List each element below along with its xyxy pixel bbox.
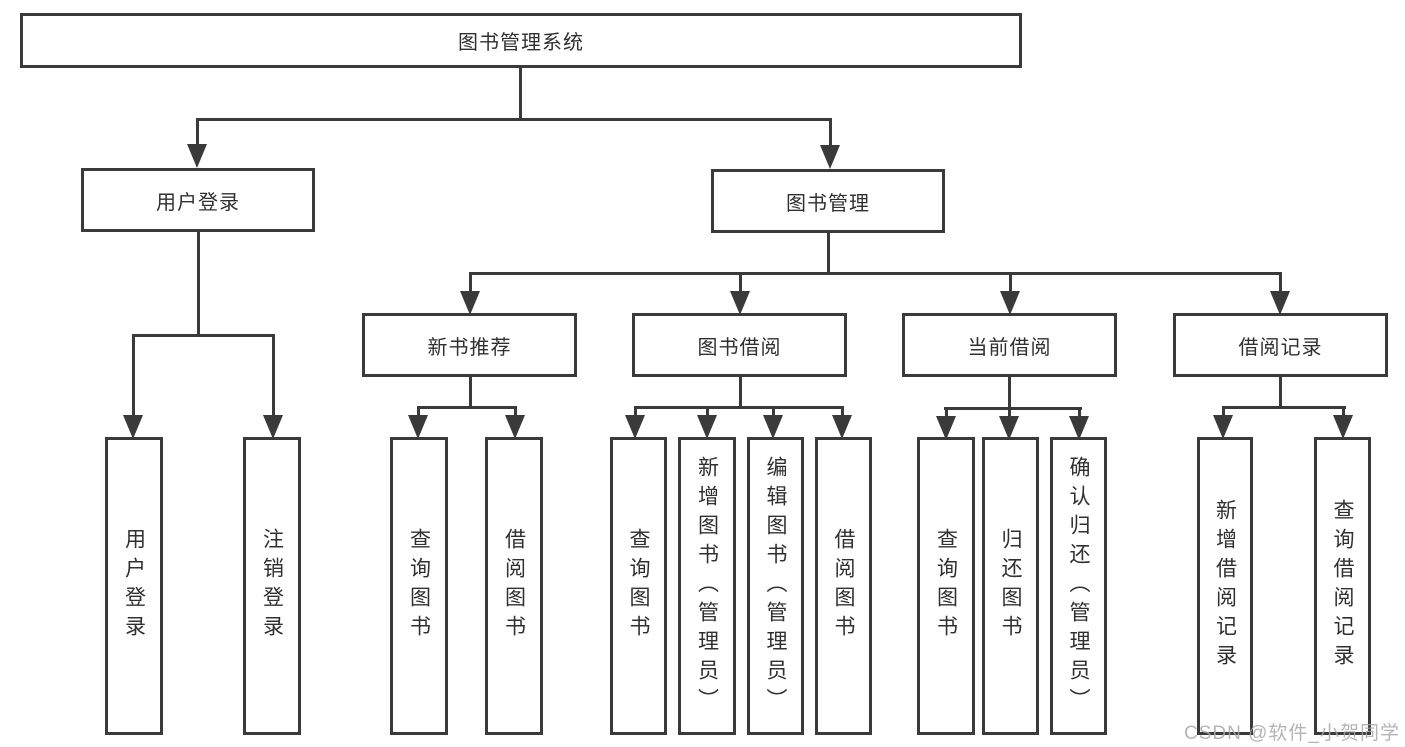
edge-root-split <box>196 118 832 121</box>
edge-user-login-stem <box>197 231 200 337</box>
leaf-borrowing-add-books-admin-label: 新增图书（管理员） <box>695 455 719 717</box>
arrow-down-icon <box>1213 415 1233 439</box>
arrow-down-icon <box>187 144 207 168</box>
edge-to-leaf <box>706 406 709 420</box>
leaf-borrowing-query-books-label: 查询图书 <box>627 528 650 644</box>
edge-new-book-recommend-stem <box>469 376 472 409</box>
leaf-current-confirm-return-admin-label: 确认归还（管理员） <box>1067 455 1090 717</box>
edge-to-current-borrowing <box>1009 272 1012 294</box>
edge-to-leaf <box>634 406 637 420</box>
arrow-down-icon <box>123 415 143 439</box>
edge-to-book-borrowing <box>739 272 742 294</box>
leaf-recommend-borrow-books-label: 借阅图书 <box>502 528 526 644</box>
leaf-current-return-books: 归还图书 <box>982 437 1039 735</box>
edge-user-login-split <box>132 334 275 337</box>
leaf-current-confirm-return-admin: 确认归还（管理员） <box>1050 437 1107 735</box>
edge-book-borrowing-split <box>634 406 844 409</box>
edge-borrowing-records-split <box>1222 406 1346 409</box>
node-new-book-recommend: 新书推荐 <box>362 313 577 377</box>
arrow-down-icon <box>999 416 1019 440</box>
leaf-borrowing-edit-books-admin: 编辑图书（管理员） <box>747 437 804 735</box>
leaf-logout-label: 注销登录 <box>260 528 284 644</box>
leaf-recommend-query-books: 查询图书 <box>390 437 448 735</box>
edge-to-leaf <box>772 406 775 420</box>
leaf-records-query-record-label: 查询借阅记录 <box>1331 499 1354 673</box>
leaf-recommend-borrow-books: 借阅图书 <box>485 437 543 735</box>
edge-root-to-user-login <box>196 118 199 148</box>
edge-to-new-book-recommend <box>469 272 472 294</box>
arrow-down-icon <box>1333 415 1353 439</box>
node-current-borrowing-label: 当前借阅 <box>967 336 1052 359</box>
node-book-management-label: 图书管理 <box>786 192 870 215</box>
arrow-down-icon <box>263 415 283 439</box>
edge-to-leaf <box>1078 407 1081 421</box>
node-user-login: 用户登录 <box>81 168 315 232</box>
leaf-borrowing-add-books-admin: 新增图书（管理员） <box>678 437 736 735</box>
edge-to-leaf <box>417 406 420 420</box>
arrow-down-icon <box>763 415 783 439</box>
node-book-management: 图书管理 <box>711 169 945 233</box>
node-book-borrowing: 图书借阅 <box>632 313 847 377</box>
edge-book-borrowing-stem <box>739 376 742 409</box>
leaf-logout: 注销登录 <box>243 437 301 735</box>
leaf-user-login-label: 用户登录 <box>122 528 146 644</box>
edge-to-leaf <box>1342 406 1345 420</box>
node-borrowing-records: 借阅记录 <box>1173 313 1388 377</box>
node-borrowing-records-label: 借阅记录 <box>1238 336 1323 359</box>
edge-to-leaf <box>841 406 844 420</box>
edge-root-to-book-management <box>829 118 832 148</box>
edge-current-borrowing-split <box>944 407 1082 410</box>
edge-borrowing-records-stem <box>1279 376 1282 409</box>
csdn-watermark: CSDN @软件_小贺同学 <box>1184 723 1400 744</box>
node-root-label: 图书管理系统 <box>458 32 584 54</box>
edge-root-stem <box>519 66 522 120</box>
leaf-current-query-books: 查询图书 <box>917 437 975 735</box>
arrow-down-icon <box>936 416 956 440</box>
arrow-down-icon <box>1069 416 1089 440</box>
node-current-borrowing: 当前借阅 <box>902 313 1117 377</box>
arrow-down-icon <box>1270 291 1290 315</box>
arrow-down-icon <box>460 291 480 315</box>
leaf-borrowing-edit-books-admin-label: 编辑图书（管理员） <box>764 455 787 717</box>
arrow-down-icon <box>408 415 428 439</box>
leaf-records-add-record-label: 新增借阅记录 <box>1213 499 1237 673</box>
arrow-down-icon <box>832 415 852 439</box>
arrow-down-icon <box>730 291 750 315</box>
edge-book-management-split <box>469 272 1281 275</box>
edge-new-book-recommend-split <box>417 406 517 409</box>
leaf-recommend-query-books-label: 查询图书 <box>407 528 431 644</box>
edge-to-leaf <box>1008 407 1011 421</box>
leaf-records-query-record: 查询借阅记录 <box>1314 437 1371 735</box>
node-book-borrowing-label: 图书借阅 <box>697 336 782 359</box>
edge-to-leaf <box>1222 406 1225 420</box>
arrow-down-icon <box>625 415 645 439</box>
edge-to-borrowing-records <box>1279 272 1282 294</box>
arrow-down-icon <box>820 145 840 169</box>
edge-current-borrowing-stem <box>1008 376 1011 410</box>
edge-to-leaf <box>945 407 948 421</box>
edge-book-management-stem <box>827 231 830 274</box>
leaf-records-add-record: 新增借阅记录 <box>1197 437 1253 735</box>
leaf-user-login: 用户登录 <box>105 437 163 735</box>
leaf-borrowing-query-books: 查询图书 <box>610 437 667 735</box>
edge-to-leaf-user-login <box>132 334 135 419</box>
leaf-borrowing-borrow-books-label: 借阅图书 <box>832 528 855 644</box>
arrow-down-icon <box>697 415 717 439</box>
node-user-login-label: 用户登录 <box>156 191 240 214</box>
arrow-down-icon <box>1000 291 1020 315</box>
leaf-current-return-books-label: 归还图书 <box>999 528 1022 644</box>
edge-to-leaf <box>514 406 517 420</box>
arrow-down-icon <box>505 415 525 439</box>
leaf-current-query-books-label: 查询图书 <box>934 528 958 644</box>
leaf-borrowing-borrow-books: 借阅图书 <box>815 437 872 735</box>
edge-to-leaf-logout <box>272 334 275 419</box>
node-root: 图书管理系统 <box>20 13 1022 68</box>
node-new-book-recommend-label: 新书推荐 <box>427 336 512 359</box>
